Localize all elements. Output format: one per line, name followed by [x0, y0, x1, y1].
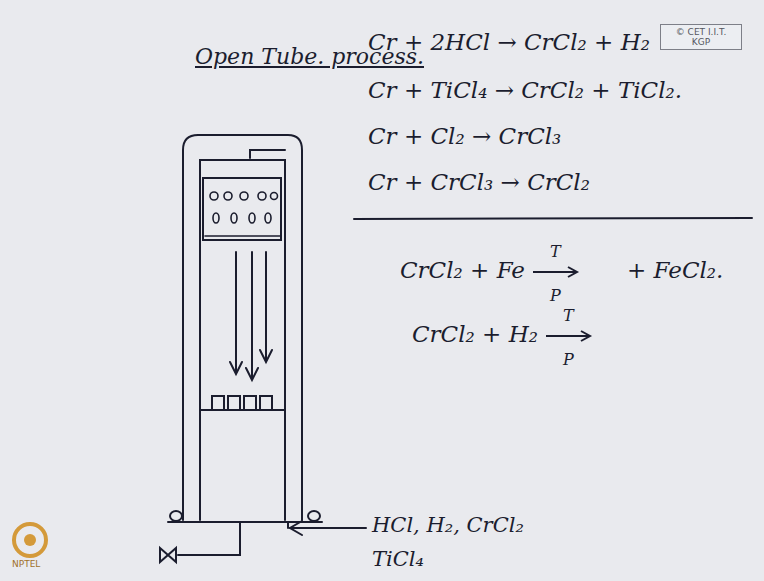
temperature-mark: T [550, 243, 561, 261]
pellets [205, 192, 281, 236]
feed-gases: TiCl₄ [372, 548, 424, 571]
nptel-logo [14, 524, 46, 556]
outlet-pipe [178, 522, 240, 555]
outer-retort [183, 135, 302, 520]
valve-symbol [160, 548, 176, 562]
pellet-basket [203, 178, 281, 240]
reaction: Cr + TiCl₄ → CrCl₂ + TiCl₂. [368, 78, 682, 103]
copyright-text: © CET I.I.T. KGP [666, 27, 736, 47]
bolt [170, 511, 182, 521]
reaction: Cr + Cl₂ → CrCl₃ [368, 124, 561, 149]
inlet-pipe [287, 522, 289, 528]
inner-tube [200, 160, 285, 520]
reaction-left: CrCl₂ + H₂ [412, 322, 538, 347]
pressure-mark: P [550, 287, 561, 305]
temperature-mark: T [563, 307, 574, 325]
reaction-right: + FeCl₂. [627, 258, 723, 283]
reaction: Cr + 2HCl → CrCl₂ + H₂ [368, 30, 650, 55]
reaction-arrow [546, 331, 590, 341]
logo-text: NPTEL [12, 560, 40, 570]
bolt [308, 511, 320, 521]
reaction-left: CrCl₂ + Fe [400, 258, 525, 283]
separator-line [354, 218, 752, 219]
feed-gases: HCl, H₂, CrCl₂ [372, 514, 524, 537]
reaction-arrow [533, 267, 577, 277]
inlet-arrow [290, 527, 366, 529]
gas-inlet [250, 150, 285, 158]
copyright-box: © CET I.I.T. KGP [660, 24, 742, 50]
flow-arrows [230, 252, 272, 380]
parts-tray [200, 396, 285, 410]
inlet-arrowhead [290, 521, 302, 535]
reaction: Cr + CrCl₃ → CrCl₂ [368, 170, 590, 195]
pressure-mark: P [563, 351, 574, 369]
